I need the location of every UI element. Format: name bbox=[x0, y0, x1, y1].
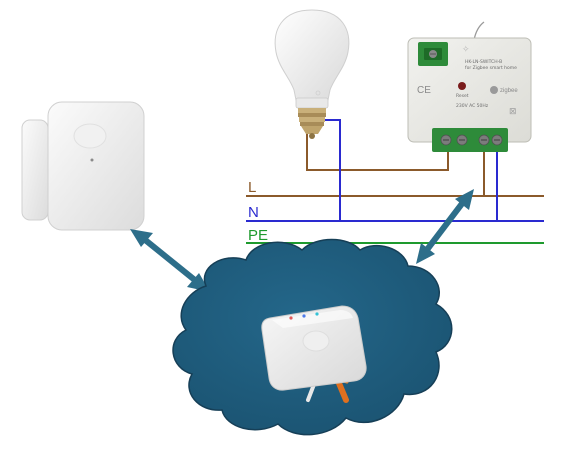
zigbee-logo-icon bbox=[490, 86, 498, 94]
module-hub-link-arrow bbox=[416, 189, 474, 264]
bulb-live-wire bbox=[306, 120, 449, 171]
module-model: HK-LN-SWITCH-B bbox=[465, 59, 502, 65]
hub-led-red bbox=[289, 316, 293, 320]
zigbee-brand: zigbee bbox=[500, 88, 518, 94]
live-wire-label: L bbox=[248, 179, 256, 196]
zigbee-gateway bbox=[261, 305, 367, 403]
module-subtitle: for Zigbee smart home bbox=[465, 65, 517, 71]
module-rating: 230V AC 50Hz bbox=[456, 103, 489, 109]
earth-wire-label: PE bbox=[248, 227, 268, 244]
door-window-sensor bbox=[21, 101, 145, 231]
reset-button[interactable] bbox=[458, 82, 466, 90]
power-bus: L N PE bbox=[246, 179, 544, 244]
wireless-link-arrows bbox=[130, 189, 474, 292]
sensor-hub-link-arrow bbox=[130, 229, 210, 292]
zigbee-gateway-icon bbox=[261, 305, 367, 403]
weee-bin-icon: ⊠ bbox=[509, 107, 517, 117]
smart-bulb-icon bbox=[274, 9, 350, 139]
zigbee-relay-module: ✧ HK-LN-SWITCH-B for Zigbee smart home C… bbox=[407, 21, 532, 152]
brand-star-icon: ✧ bbox=[462, 45, 470, 55]
hub-led-cyan bbox=[315, 312, 319, 316]
ce-mark: CE bbox=[417, 85, 431, 96]
bulb-neutral-wire bbox=[318, 119, 341, 221]
reset-label: Reset bbox=[456, 93, 469, 99]
door-window-sensor-icon bbox=[21, 101, 145, 231]
module-antenna bbox=[473, 21, 485, 41]
smart-bulb bbox=[274, 9, 350, 139]
hub-led-blue bbox=[302, 314, 306, 318]
power-terminal-block bbox=[432, 128, 508, 152]
hub-button[interactable] bbox=[302, 330, 330, 352]
neutral-wire-label: N bbox=[248, 204, 259, 221]
